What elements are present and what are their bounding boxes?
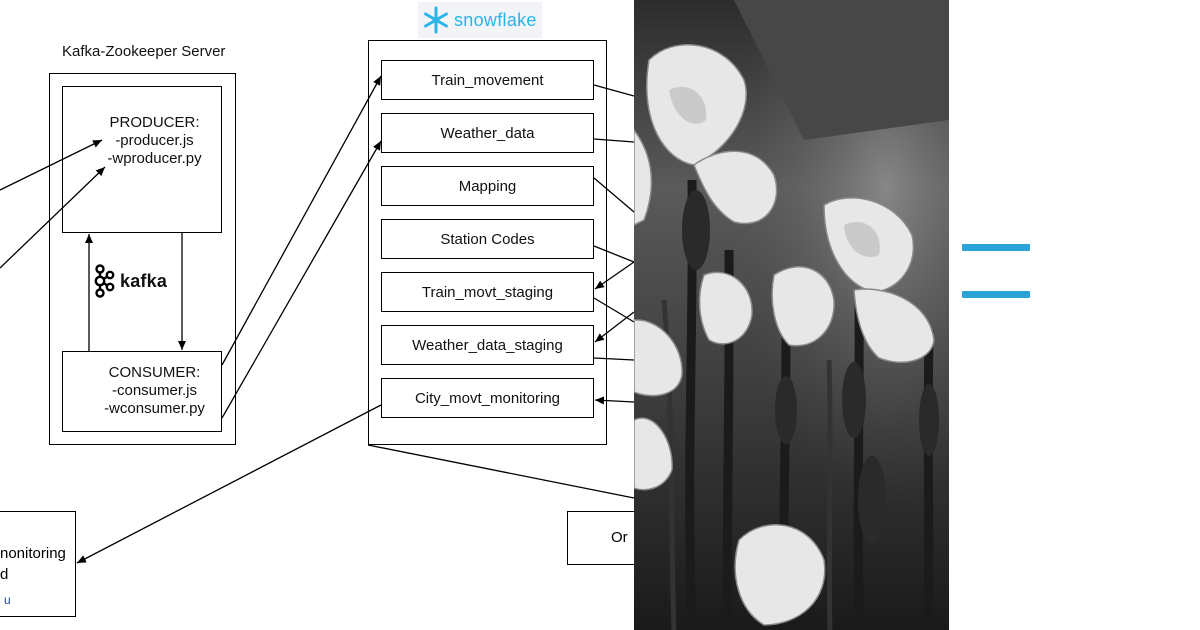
table-label: Weather_data [440,124,535,142]
table-city-movt-monitoring: City_movt_monitoring [381,378,594,418]
line-train-movement-out [593,84,635,97]
table-label: Station Codes [440,230,535,248]
arrow-monitoring-to-dashboard [76,404,382,564]
arrow-source-to-producer-1 [0,139,103,191]
line-mapping-out [593,177,635,213]
line-station-codes-out [593,245,635,263]
table-train-movement: Train_movement [381,60,594,100]
dashboard-box [0,511,76,617]
line-staging-cross [593,297,635,323]
arrow-source-to-producer-2 [0,166,106,269]
table-station-codes: Station Codes [381,219,594,259]
table-label: Weather_data_staging [412,336,563,354]
dashboard-logo-fragment: u [4,593,11,607]
table-train-movt-staging: Train_movt_staging [381,272,594,312]
table-weather-data-staging: Weather_data_staging [381,325,594,365]
snowflake-logo: snowflake [418,2,542,38]
consumer-label: CONSUMER: -consumer.js -wconsumer.py [62,364,247,418]
dashboard-label-line1: nonitoring [0,545,66,562]
table-label: City_movt_monitoring [414,389,561,407]
orchestrator-label: Or [611,529,628,546]
kafka-logo: kafka [93,264,167,298]
line-snowflake-to-orchestrator [367,444,635,499]
producer-file-1: -producer.js [115,132,194,149]
arrow-consumer-to-train-movement [221,75,382,366]
snowflake-icon [424,6,448,34]
snowflake-logo-text: snowflake [454,9,537,30]
consumer-box [62,351,222,432]
arrow-into-train-movt-staging [594,261,635,290]
dashboard-label-line2: d [0,566,9,583]
producer-heading: PRODUCER: [109,114,200,131]
kafka-icon [94,264,115,298]
consumer-heading: CONSUMER: [108,364,201,381]
iris-illustration [634,0,949,630]
equals-icon-top-bar [962,244,1030,251]
producer-box [62,86,222,233]
arrow-into-weather-data-staging [594,311,635,343]
table-label: Mapping [458,177,517,195]
consumer-file-1: -consumer.js [111,382,198,399]
iris-photo [634,0,949,630]
arrow-into-city-movt-monitoring [594,396,635,405]
table-label: Train_movement [431,71,544,89]
line-weather-data-out [593,138,635,143]
consumer-file-2: -wconsumer.py [104,400,205,417]
line-weather-staging-out [593,357,635,361]
producer-label: PRODUCER: -producer.js -wproducer.py [62,114,247,168]
table-label: Train_movt_staging [421,283,554,301]
kafka-server-title: Kafka-Zookeeper Server [62,43,226,60]
table-weather-data: Weather_data [381,113,594,153]
kafka-logo-text: kafka [120,270,168,291]
equals-icon-bottom-bar [962,291,1030,298]
table-mapping: Mapping [381,166,594,206]
arrow-consumer-to-weather-data [221,140,382,419]
producer-file-2: -wproducer.py [107,150,202,167]
